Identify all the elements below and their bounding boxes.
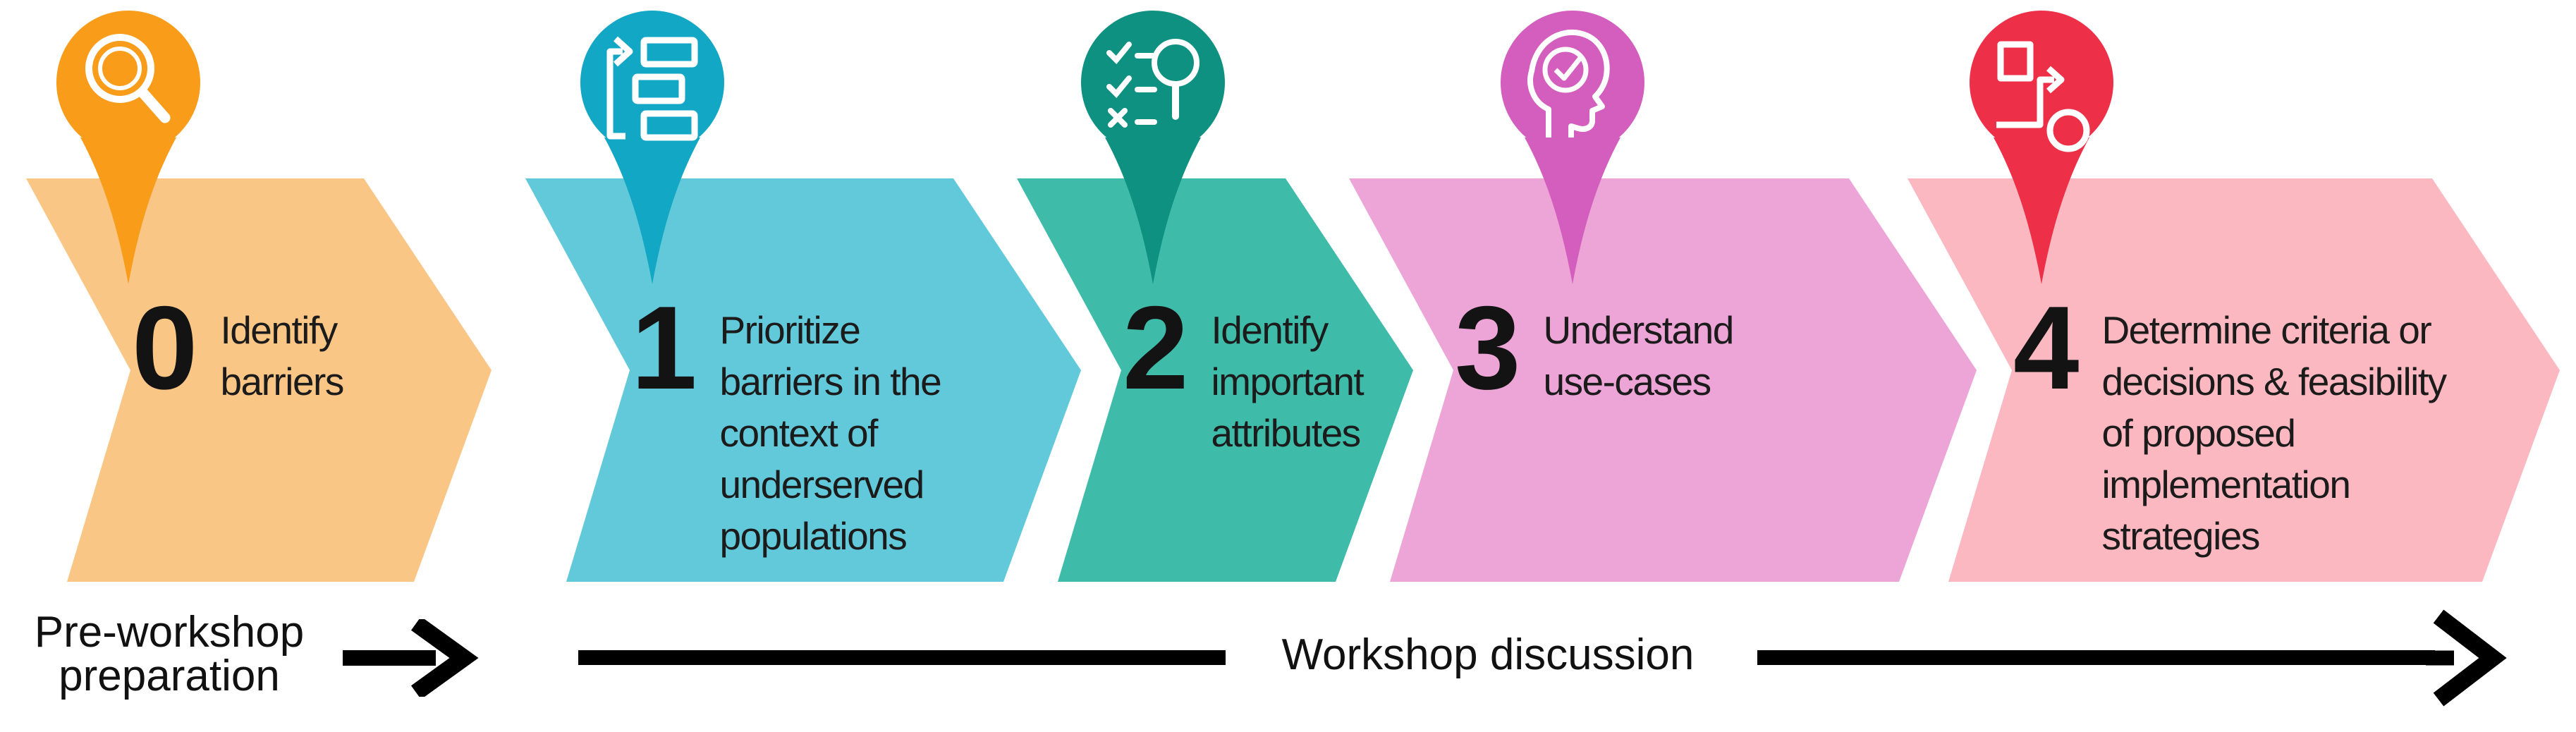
step-0-number: 0	[132, 281, 195, 414]
pin-step-2	[1081, 11, 1225, 284]
pre-workshop-label: Pre-workshop preparation	[34, 608, 305, 700]
pin-step-3	[1501, 11, 1644, 284]
step-0-label: Identify barriers	[220, 308, 343, 403]
pre-workshop-arrow-icon	[343, 619, 479, 697]
pin-step-1	[580, 11, 724, 284]
pin-step-4	[1970, 11, 2113, 284]
pin-step-0	[56, 11, 200, 284]
step-1-number: 1	[631, 281, 695, 414]
step-2-content: 2 Identify important attributes	[1017, 178, 1413, 459]
strategy-flow-icon	[1996, 41, 2090, 152]
step-4-content: 4 Determine criteria or decisions & feas…	[1907, 178, 2560, 562]
head-check-icon	[1527, 29, 1610, 138]
step-2-number: 2	[1123, 281, 1186, 414]
workshop-discussion-label: Workshop discussion	[1281, 630, 1695, 679]
step-3-content: 3 Understand use-cases	[1349, 178, 1977, 408]
step-3-number: 3	[1455, 281, 1518, 414]
chevron-step-2: 2 Identify important attributes	[1017, 178, 1413, 582]
step-4-label: Determine criteria or decisions & feasib…	[2101, 308, 2446, 558]
workshop-arrow-icon	[2426, 609, 2507, 707]
workshop-line-left	[578, 650, 1226, 665]
step-1-content: 1 Prioritize barriers in the context of …	[525, 178, 1081, 562]
magnifier-icon	[85, 34, 171, 123]
checklist-search-icon	[1106, 39, 1200, 128]
chevron-step-4: 4 Determine criteria or decisions & feas…	[1907, 178, 2560, 582]
step-2-label: Identify important attributes	[1211, 308, 1364, 455]
step-1-label: Prioritize barriers in the context of un…	[719, 308, 941, 558]
step-0-content: 0 Identify barriers	[26, 178, 492, 408]
step-3-label: Understand use-cases	[1543, 308, 1733, 403]
reorder-list-icon	[606, 36, 698, 141]
chevron-step-3: 3 Understand use-cases	[1349, 178, 1977, 582]
step-4-number: 4	[2013, 281, 2077, 414]
workshop-line-right	[1757, 650, 2435, 665]
